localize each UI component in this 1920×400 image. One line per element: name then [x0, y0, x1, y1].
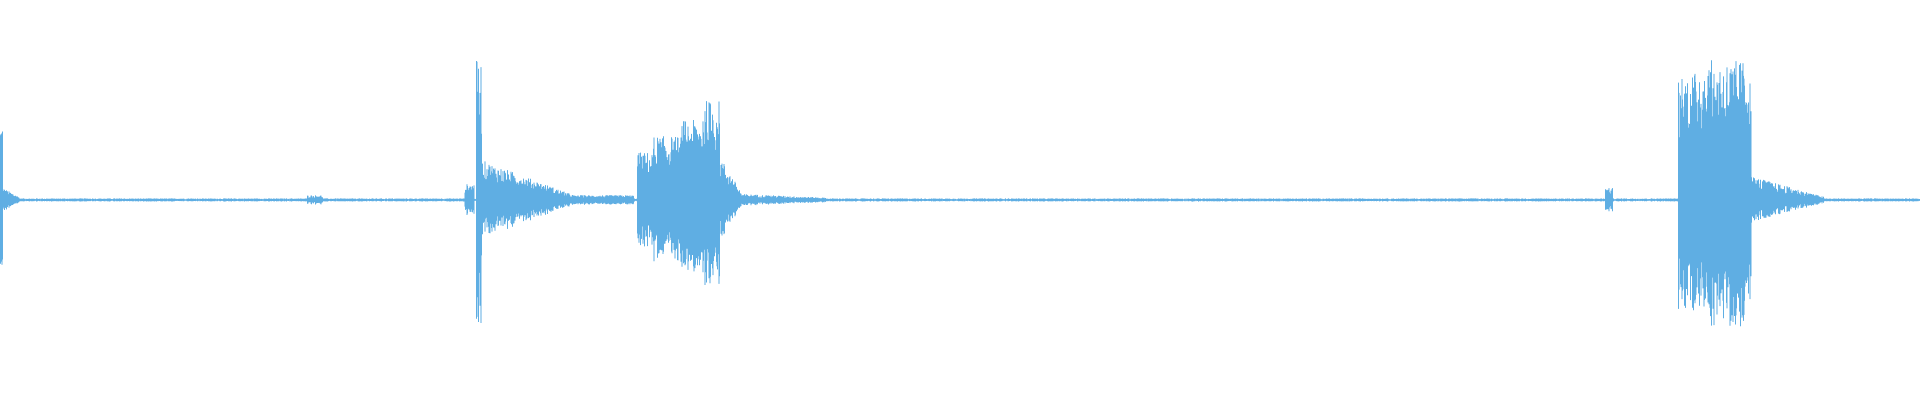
waveform-trace	[0, 60, 1920, 327]
